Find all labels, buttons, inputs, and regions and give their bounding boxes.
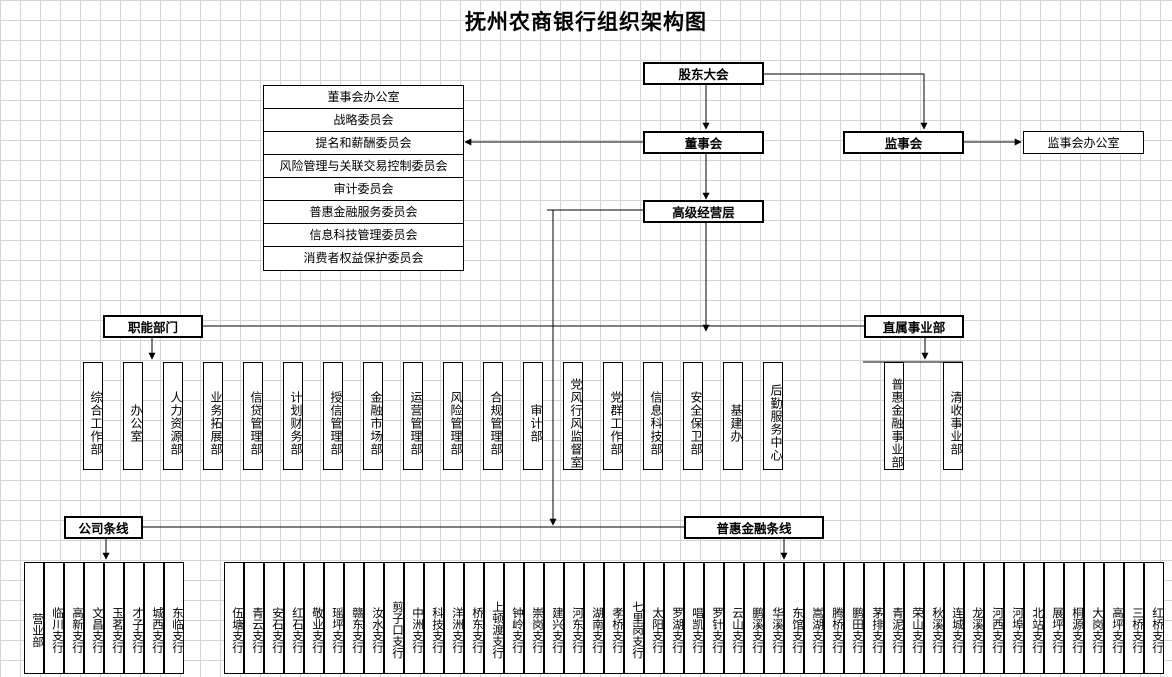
incl-box: 北站支行 xyxy=(1024,562,1045,674)
committee-item: 信息科技管理委员会 xyxy=(264,224,463,247)
incl-box: 展坪支行 xyxy=(1044,562,1065,674)
incl-box: 茅排支行 xyxy=(864,562,885,674)
incl-box: 云山支行 xyxy=(724,562,745,674)
dept-box: 办公室 xyxy=(123,362,143,470)
dept-box: 风险管理部 xyxy=(443,362,463,470)
incl-box: 中洲支行 xyxy=(404,562,425,674)
committee-item: 提名和薪酬委员会 xyxy=(264,132,463,155)
dept-box: 金融市场部 xyxy=(363,362,383,470)
committee-item: 消费者权益保护委员会 xyxy=(303,251,424,265)
functional-departments-node: 职能部门 xyxy=(103,315,203,338)
incl-box: 东馆支行 xyxy=(784,562,805,674)
dept-box: 审计部 xyxy=(523,362,543,470)
committee-item: 战略委员会 xyxy=(264,109,463,132)
incl-box: 腾桥支行 xyxy=(824,562,845,674)
incl-box: 河西支行 xyxy=(984,562,1005,674)
incl-box: 孝桥支行 xyxy=(604,562,625,674)
incl-box: 罗针支行 xyxy=(704,562,725,674)
corp-box: 东临支行 xyxy=(164,562,185,674)
incl-box: 安石支行 xyxy=(264,562,285,674)
corp-box: 文昌支行 xyxy=(84,562,105,674)
incl-box: 大岗支行 xyxy=(1084,562,1105,674)
incl-box: 洋洲支行 xyxy=(444,562,465,674)
committee-item: 审计委员会 xyxy=(264,178,463,201)
corp-box: 临川支行 xyxy=(44,562,65,674)
corp-box: 玉茗支行 xyxy=(104,562,125,674)
incl-box: 伍塘支行 xyxy=(224,562,245,674)
incl-box: 汝水支行 xyxy=(364,562,385,674)
corp-box: 营业部 xyxy=(24,562,45,674)
incl-box: 上顿渡支行 xyxy=(484,562,505,674)
direct-business-units-node: 直属事业部 xyxy=(864,315,964,338)
incl-box: 连城支行 xyxy=(944,562,965,674)
incl-box: 青云支行 xyxy=(244,562,265,674)
dept-box: 授信管理部 xyxy=(323,362,343,470)
incl-box: 七里岗支行 xyxy=(624,562,645,674)
dept-box: 信息科技部 xyxy=(643,362,663,470)
dept-box: 基建办 xyxy=(723,362,743,470)
board-committees-list: 董事会办公室 战略委员会 提名和薪酬委员会 风险管理与关联交易控制委员会 审计委… xyxy=(263,85,464,271)
incl-box: 桐源支行 xyxy=(1064,562,1085,674)
incl-box: 鹏田支行 xyxy=(844,562,865,674)
corporate-line-node: 公司条线 xyxy=(64,516,143,539)
supervisory-node: 监事会 xyxy=(843,131,964,154)
page-title: 抚州农商银行组织架构图 xyxy=(465,9,707,34)
corp-box: 高新支行 xyxy=(64,562,85,674)
dept-box: 安全保卫部 xyxy=(683,362,703,470)
dept-box: 计划财务部 xyxy=(283,362,303,470)
incl-box: 罗湖支行 xyxy=(664,562,685,674)
incl-box: 秋溪支行 xyxy=(924,562,945,674)
shareholders-node: 股东大会 xyxy=(643,62,764,85)
incl-box: 青泥支行 xyxy=(884,562,905,674)
incl-box: 建兴支行 xyxy=(544,562,565,674)
incl-box: 鹏溪支行 xyxy=(744,562,765,674)
incl-box: 三桥支行 xyxy=(1124,562,1145,674)
incl-box: 剪子口支行 xyxy=(384,562,405,674)
incl-box: 瑶坪支行 xyxy=(324,562,345,674)
incl-box: 崇岗支行 xyxy=(524,562,545,674)
incl-box: 荣山支行 xyxy=(904,562,925,674)
committee-item: 风险管理与关联交易控制委员会 xyxy=(264,155,463,178)
incl-box: 赣东支行 xyxy=(344,562,365,674)
incl-box: 太阳支行 xyxy=(644,562,665,674)
incl-box: 红石支行 xyxy=(284,562,305,674)
dept-box: 党风行风监督室 xyxy=(563,362,583,470)
inclusive-finance-line-node: 普惠金融条线 xyxy=(684,516,824,539)
dept-box: 合规管理部 xyxy=(483,362,503,470)
incl-box: 敬业支行 xyxy=(304,562,325,674)
senior-management-node: 高级经营层 xyxy=(643,200,764,223)
incl-box: 红桥支行 xyxy=(1144,562,1165,674)
dept-box: 人力资源部 xyxy=(163,362,183,470)
incl-box: 华溪支行 xyxy=(764,562,785,674)
incl-box: 高坪支行 xyxy=(1104,562,1125,674)
dept-box: 党群工作部 xyxy=(603,362,623,470)
dept-box: 综合工作部 xyxy=(83,362,103,470)
board-node: 董事会 xyxy=(643,131,764,154)
corp-box: 才子支行 xyxy=(124,562,145,674)
incl-box: 钟岭支行 xyxy=(504,562,525,674)
committee-item: 普惠金融服务委员会 xyxy=(264,201,463,224)
incl-box: 嵩湖支行 xyxy=(804,562,825,674)
incl-box: 河埠支行 xyxy=(1004,562,1025,674)
incl-box: 龙溪支行 xyxy=(964,562,985,674)
corp-box: 城西支行 xyxy=(144,562,165,674)
business-unit-box: 清收事业部 xyxy=(943,362,963,470)
committee-item: 董事会办公室 xyxy=(264,86,463,109)
dept-box: 信贷管理部 xyxy=(243,362,263,470)
incl-box: 河东支行 xyxy=(564,562,585,674)
dept-box: 后勤服务中心 xyxy=(763,362,783,470)
supervisory-office-node: 监事会办公室 xyxy=(1023,131,1144,154)
incl-box: 科技支行 xyxy=(424,562,445,674)
business-unit-box: 普惠金融事业部 xyxy=(884,362,904,470)
dept-box: 运营管理部 xyxy=(403,362,423,470)
incl-box: 湖南支行 xyxy=(584,562,605,674)
incl-box: 桥东支行 xyxy=(464,562,485,674)
dept-box: 业务拓展部 xyxy=(203,362,223,470)
incl-box: 唱凯支行 xyxy=(684,562,705,674)
